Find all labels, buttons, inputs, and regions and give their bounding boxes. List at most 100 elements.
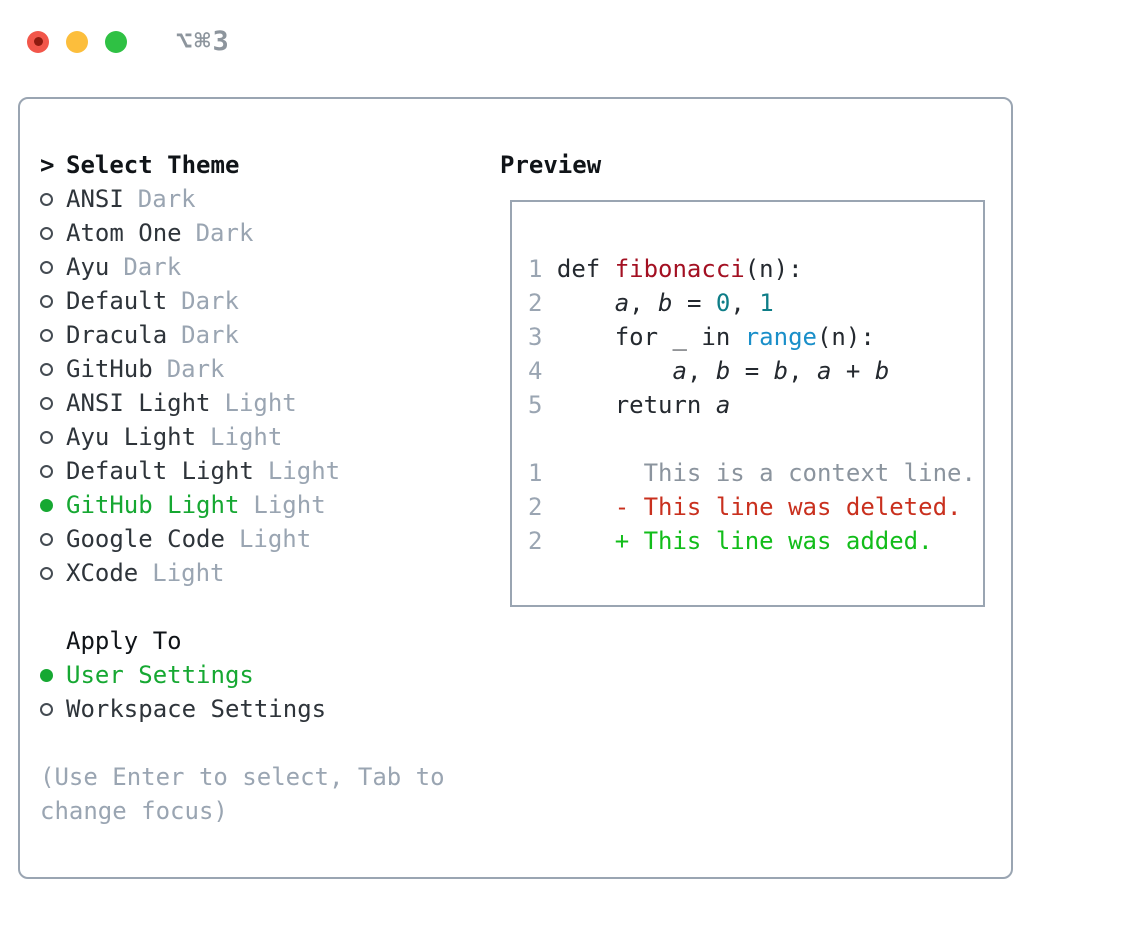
radio-icon [40, 430, 53, 444]
radio-icon [40, 294, 53, 308]
keyboard-hint: (Use Enter to select, Tab to change focu… [40, 763, 445, 825]
line-number: 1 [528, 255, 543, 283]
select-theme-title: Select Theme [66, 151, 240, 179]
theme-option[interactable]: Dracula Dark [40, 318, 490, 352]
code-token: = [730, 357, 774, 385]
radio-icon [40, 260, 53, 274]
option-label: GitHub Light [66, 491, 240, 519]
code-token: - This line was deleted. [556, 493, 962, 521]
code-line: 2 - This line was deleted. [528, 490, 983, 524]
option-label: Default Light [66, 457, 254, 485]
apply-to-header: Apply To [66, 627, 182, 655]
titlebar: ⌥⌘3 [27, 26, 231, 57]
radio-selected-icon [40, 498, 53, 512]
option-label: Dracula [66, 321, 168, 349]
theme-option[interactable]: XCode Light [40, 556, 490, 590]
code-token: return [556, 391, 716, 419]
option-label: Default [66, 287, 168, 315]
preview-header: Preview [500, 151, 602, 179]
window-shortcut-label: ⌥⌘3 [176, 26, 231, 57]
theme-option[interactable]: GitHub Light Light [40, 488, 490, 522]
code-line: 5 return a [528, 388, 983, 422]
option-label: XCode [66, 559, 139, 587]
radio-icon [40, 566, 53, 580]
radio-icon [40, 702, 53, 716]
minimize-button[interactable] [66, 30, 88, 53]
code-token: range [744, 323, 817, 351]
close-button[interactable] [27, 30, 49, 53]
option-variant-label: Light [253, 491, 326, 519]
radio-icon [40, 226, 53, 240]
radio-icon [40, 396, 53, 410]
option-label: ANSI Light [66, 389, 211, 417]
code-token: (n): [744, 255, 803, 283]
option-variant-label: Dark [181, 287, 239, 315]
option-variant-label: Light [152, 559, 225, 587]
theme-option[interactable]: Default Dark [40, 284, 490, 318]
code-line: 2 + This line was added. [528, 524, 983, 558]
code-line: 4 a, b = b, a + b [528, 354, 983, 388]
code-token: , [788, 357, 818, 385]
prompt-caret-icon: > [40, 151, 55, 179]
code-token [557, 289, 615, 317]
radio-icon [40, 362, 53, 376]
option-variant-label: Dark [123, 253, 182, 281]
line-number: 3 [528, 323, 543, 351]
code-token: a [614, 289, 630, 317]
option-variant-label: Light [210, 423, 283, 451]
code-token: , [629, 289, 659, 317]
theme-option[interactable]: ANSI Light Light [40, 386, 490, 420]
code-line: 3 for _ in range(n): [528, 320, 983, 354]
option-variant-label: Dark [137, 185, 196, 213]
code-token: 0 [715, 289, 731, 317]
option-label: Ayu Light [66, 423, 197, 451]
code-token: a [672, 357, 687, 385]
line-number: 4 [528, 357, 543, 385]
radio-icon [40, 532, 53, 546]
code-token: = [672, 289, 716, 317]
code-token: a [817, 357, 832, 385]
apply-target-option[interactable]: User Settings [40, 658, 490, 692]
select-theme-header: > Select Theme [40, 148, 490, 182]
code-token: for _ in [556, 323, 745, 351]
line-number: 2 [528, 493, 543, 521]
apply-target-option[interactable]: Workspace Settings [40, 692, 490, 726]
code-token: b [773, 357, 789, 385]
option-label: Atom One [66, 219, 182, 247]
code-token: b [715, 357, 731, 385]
maximize-button[interactable] [105, 30, 127, 53]
radio-icon [40, 192, 53, 206]
line-number: 2 [528, 289, 543, 317]
code-token: def [556, 255, 615, 283]
code-token: + [831, 357, 875, 385]
theme-option[interactable]: Ayu Light Light [40, 420, 490, 454]
code-token: a [715, 391, 731, 419]
option-variant-label: Light [224, 389, 297, 417]
line-number: 5 [528, 391, 543, 419]
option-label: User Settings [66, 661, 254, 689]
code-token: This is a context line. [556, 459, 976, 487]
code-line [528, 422, 983, 456]
option-label: Workspace Settings [66, 695, 327, 723]
code-token: b [874, 357, 890, 385]
option-variant-label: Dark [181, 321, 239, 349]
code-token: 1 [759, 289, 774, 317]
radio-icon [40, 464, 53, 478]
code-token: + This line was added. [556, 527, 933, 555]
line-number: 2 [528, 527, 543, 555]
option-label: Google Code [66, 525, 225, 553]
line-number: 1 [528, 459, 543, 487]
radio-selected-icon [40, 668, 53, 682]
code-token: b [658, 289, 673, 317]
